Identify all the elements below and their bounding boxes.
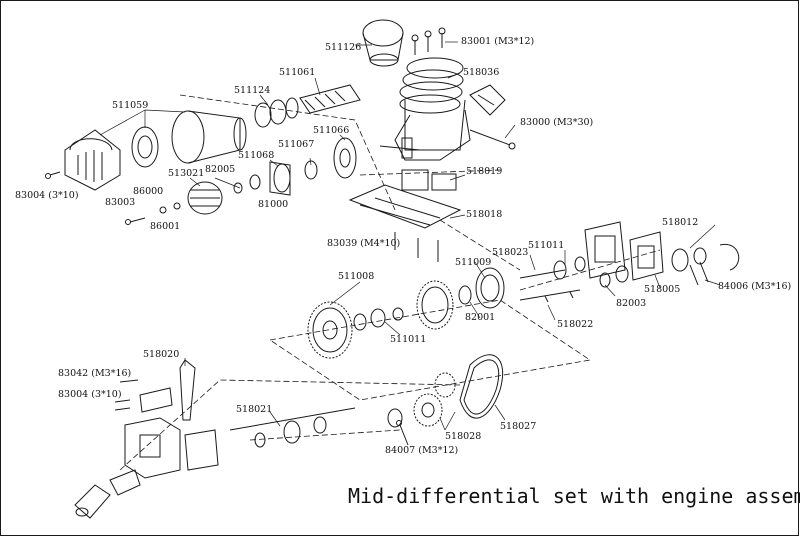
arm-518020 (179, 359, 196, 421)
label-511061: 511061 (279, 67, 316, 78)
engine-block (362, 19, 506, 161)
bracket-518019 (401, 169, 457, 191)
fuel-tank-housing (64, 129, 121, 191)
label-518019: 518019 (466, 166, 503, 177)
label-518005: 518005 (644, 284, 681, 295)
shaft-518023 (519, 256, 586, 280)
diagram-caption: Mid-differential set with engine assembl… (348, 484, 800, 508)
mount-bracket (114, 379, 173, 413)
label-83003: 83003 (105, 197, 136, 208)
label-518012: 518012 (662, 217, 699, 228)
small-parts-82003 (599, 261, 709, 288)
label-513021: 513021 (168, 168, 205, 179)
screw-84007 (396, 420, 409, 446)
label-511126: 511126 (325, 42, 362, 53)
label-518022: 518022 (557, 319, 594, 330)
label-83042: 83042 (M3*16) (58, 368, 132, 379)
diff-housing-518012 (584, 221, 664, 281)
label-511011-top: 511011 (528, 240, 565, 251)
label-511009: 511009 (455, 257, 492, 268)
rings-511124 (254, 97, 299, 128)
label-83039: 83039 (M4*10) (327, 238, 401, 249)
label-511066: 511066 (313, 125, 350, 136)
clutch-gear-511066 (333, 137, 357, 179)
small-bolts-86000 (45, 171, 181, 225)
leader-lines (99, 41, 721, 431)
outdrive-cup (74, 469, 141, 519)
shaft-518022 (519, 289, 581, 303)
label-511124: 511124 (234, 85, 271, 96)
label-518023: 518023 (492, 247, 529, 258)
gear-511008 (307, 301, 353, 359)
drive-shaft (379, 137, 421, 159)
label-83000: 83000 (M3*30) (520, 117, 594, 128)
label-518027: 518027 (500, 421, 537, 432)
clutch-parts (233, 160, 318, 196)
spur-gear (416, 280, 454, 330)
label-86001: 86001 (150, 221, 181, 232)
label-511067: 511067 (278, 139, 315, 150)
label-518036: 518036 (463, 67, 500, 78)
bearings-511011 (353, 307, 404, 331)
label-518020: 518020 (143, 349, 180, 360)
label-511008: 511008 (338, 271, 375, 282)
engine-mount-518018 (348, 184, 462, 262)
label-518018: 518018 (466, 209, 503, 220)
label-86000: 86000 (133, 186, 164, 197)
label-81000: 81000 (258, 199, 289, 210)
label-84007: 84007 (M3*12) (385, 445, 459, 456)
air-filter-cone (131, 110, 247, 168)
sprockets-518028 (387, 372, 456, 428)
label-82003: 82003 (616, 298, 647, 309)
belt-518027 (459, 354, 504, 419)
screws-83001 (411, 27, 446, 55)
output-cups (671, 243, 740, 272)
exhaust-manifold (299, 84, 361, 114)
label-84006: 84006 (M3*16) (718, 281, 792, 292)
label-518021: 518021 (236, 404, 273, 415)
label-511011-bottom: 511011 (390, 334, 427, 345)
diff-parts-511009 (458, 267, 505, 309)
label-511068: 511068 (238, 150, 275, 161)
label-518028: 518028 (445, 431, 482, 442)
label-83004-top: 83004 (3*10) (15, 190, 79, 201)
label-82001: 82001 (465, 312, 496, 323)
label-82005: 82005 (205, 164, 236, 175)
label-511059: 511059 (112, 100, 149, 111)
screw-83000 (469, 129, 516, 150)
label-83004-bottom: 83004 (3*10) (58, 389, 122, 400)
rear-housing (124, 417, 219, 479)
label-83001: 83001 (M3*12) (461, 36, 535, 47)
shaft-518021 (229, 407, 356, 448)
flywheel-513021 (187, 181, 223, 215)
